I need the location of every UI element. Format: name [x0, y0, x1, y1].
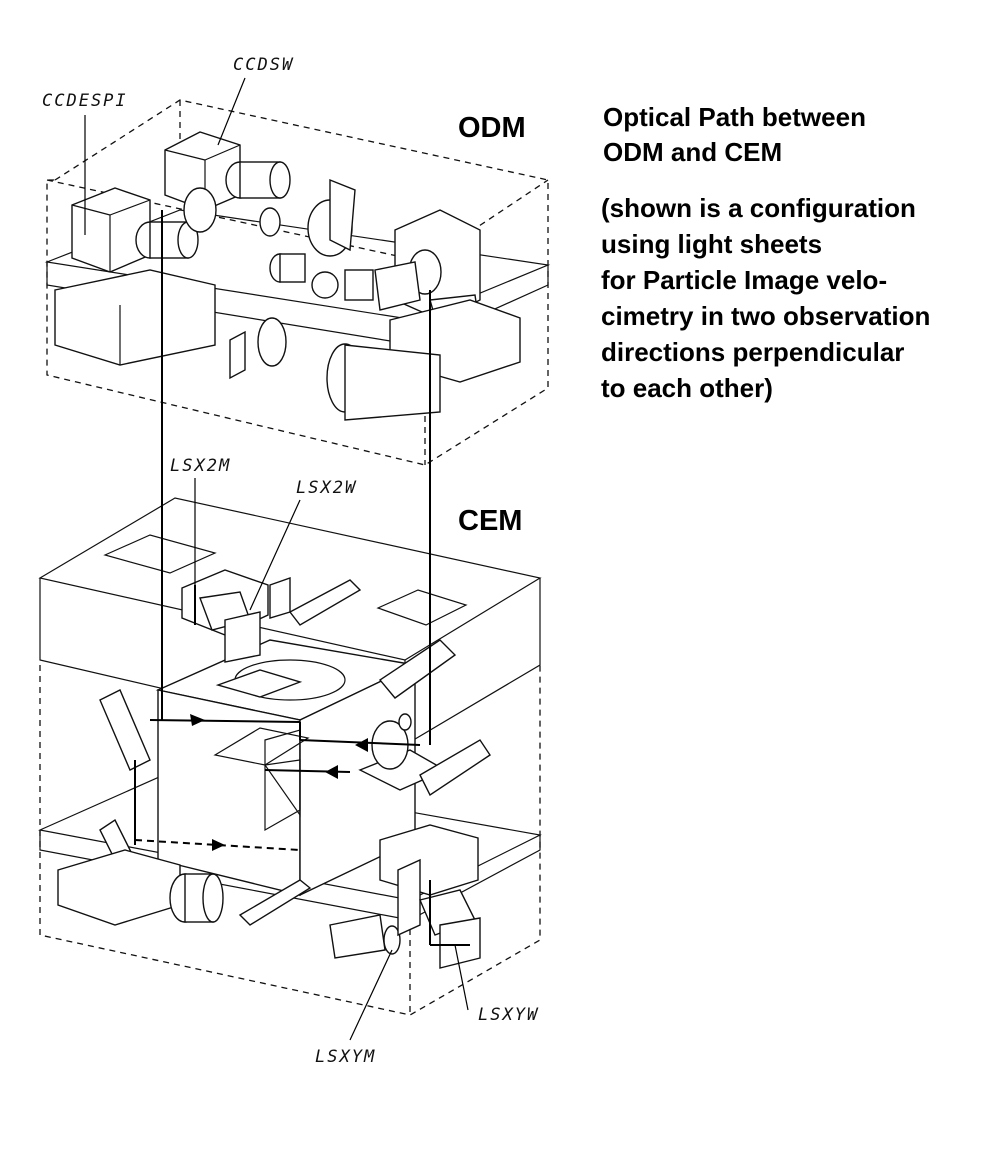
lsx2w-label-text: LSX2W [296, 478, 357, 498]
cem-module-title: CEM [458, 505, 523, 537]
caption-title-line: Optical Path between [603, 102, 866, 132]
caption-body-line: to each other) [601, 373, 773, 403]
caption-body: (shown is a configuration using light sh… [601, 190, 930, 406]
caption-title-line: ODM and CEM [603, 137, 783, 167]
lsxym-label-text: LSXYM [315, 1047, 376, 1067]
component-label-lsxym: LSXYM [315, 949, 393, 1067]
caption-body-line: (shown is a configuration [601, 193, 916, 223]
component-label-lsxyw: LSXYW [454, 944, 539, 1025]
optical-path-beams [134, 210, 470, 946]
caption-title: Optical Path between ODM and CEM [603, 100, 866, 170]
odm-module-title: ODM [458, 112, 526, 144]
ccdespi-label-text: CCDESPI [42, 91, 128, 111]
ccdsw-label-text: CCDSW [233, 55, 294, 75]
lsxyw-label-text: LSXYW [478, 1005, 539, 1025]
component-label-lsx2m: LSX2M [170, 456, 231, 605]
cem-optical-components [57, 569, 491, 969]
caption-body-line: using light sheets [601, 229, 823, 259]
component-label-ccdsw: CCDSW [217, 55, 294, 146]
component-label-ccdespi: CCDESPI [42, 91, 128, 235]
caption-body-line: for Particle Image velo- [601, 265, 888, 295]
caption-body-line: directions perpendicular [601, 337, 905, 367]
lsx2m-label-text: LSX2M [170, 456, 231, 476]
odm-optical-components [54, 131, 521, 421]
caption-body-line: cimetry in two observation [601, 301, 931, 331]
component-label-lsx2w: LSX2W [249, 478, 357, 611]
